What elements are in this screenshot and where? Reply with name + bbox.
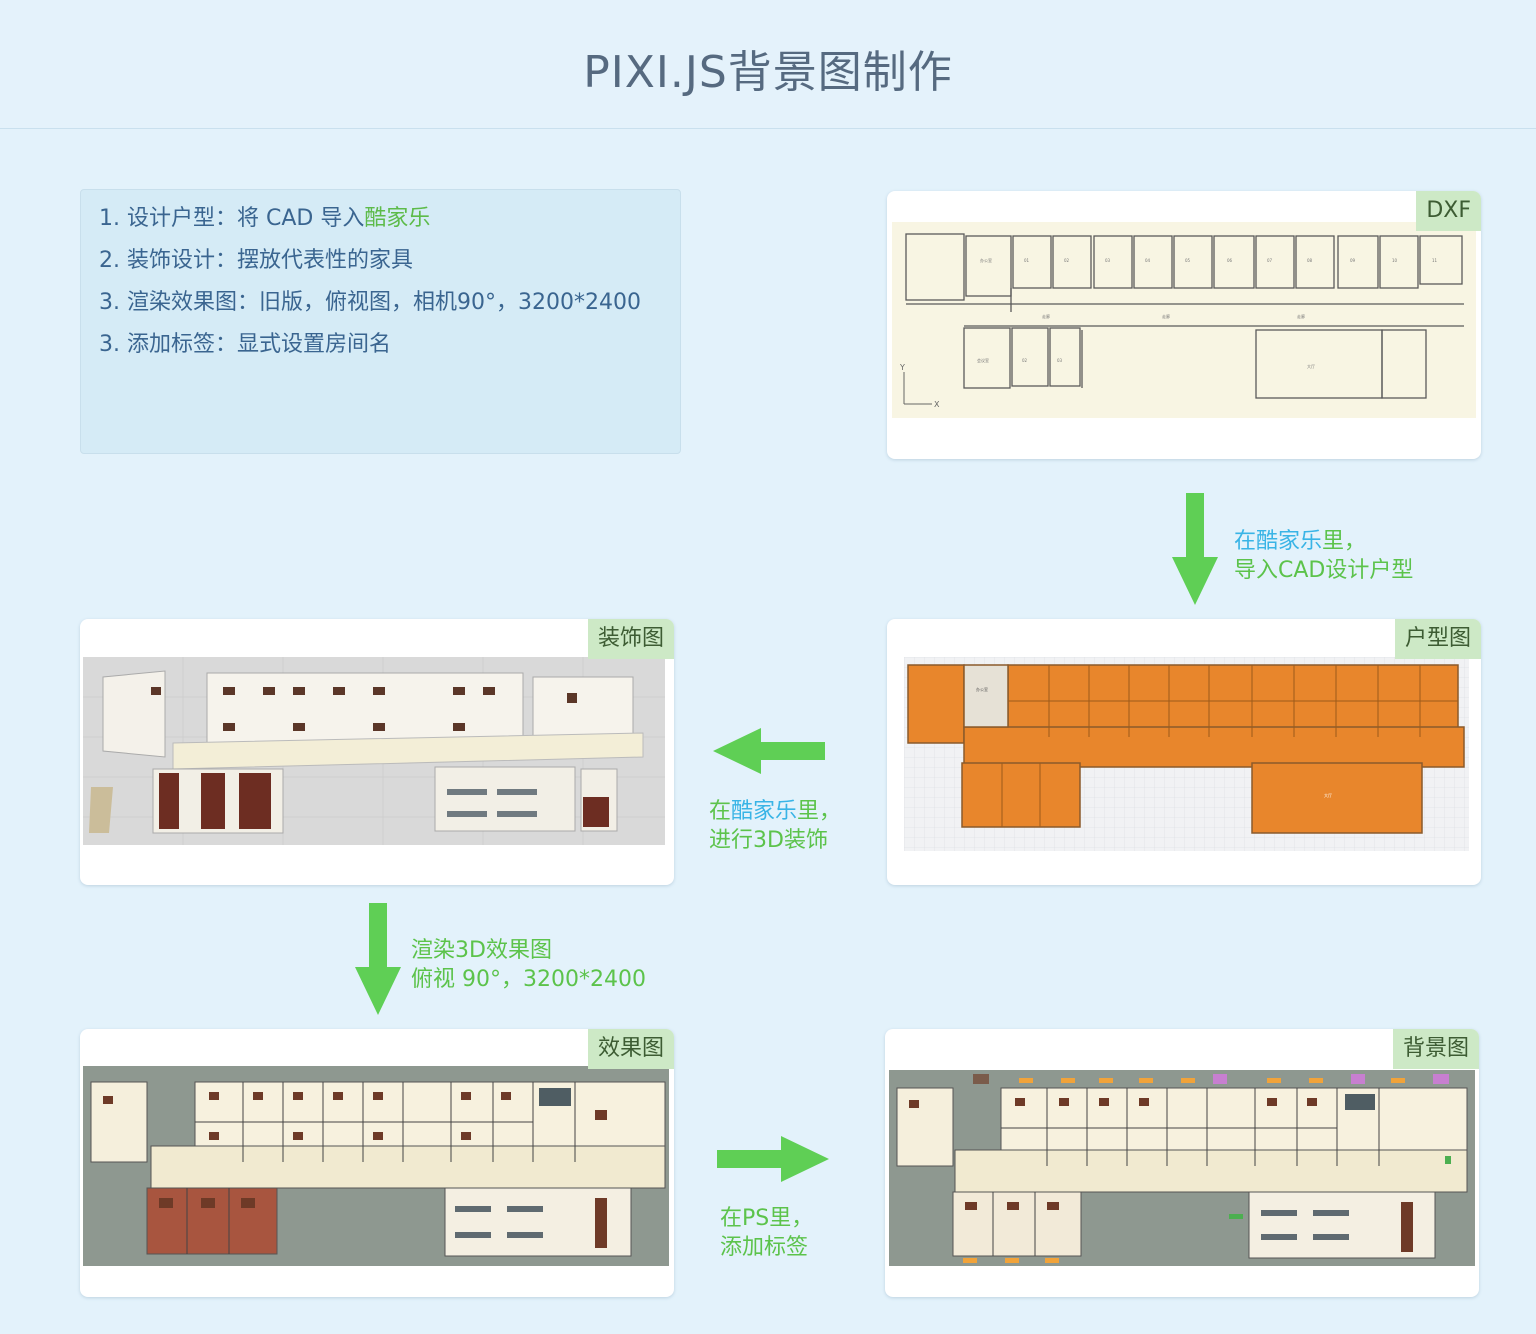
arrow-right-render-to-background <box>717 1136 829 1182</box>
svg-text:03: 03 <box>1105 258 1111 263</box>
caption-render: 渲染3D效果图 俯视 90°，3200*2400 <box>411 936 646 994</box>
step-1: 1. 设计户型：将 CAD 导入酷家乐 <box>99 198 662 240</box>
caption-import: 在酷家乐里， 导入CAD设计户型 <box>1234 527 1413 585</box>
dxf-cad-drawing: 办公室 01 02 03 04 05 06 07 08 09 10 11 走廊 走廊 走廊 会议室 0… <box>892 222 1476 418</box>
arrow-left-floorplan-to-decor <box>713 728 825 774</box>
arrow-down-decor-to-render <box>355 903 401 1015</box>
dxf-card: 办公室 01 02 03 04 05 06 07 08 09 10 11 走廊 走廊 走廊 会议室 0… <box>887 191 1481 459</box>
step-3: 3. 渲染效果图：旧版，俯视图，相机90°，3200*2400 <box>99 282 662 324</box>
floorplan-image: 办公室 大厅 <box>904 657 1469 851</box>
header: PIXI.JS背景图制作 <box>0 0 1536 129</box>
svg-text:07: 07 <box>1267 258 1273 263</box>
svg-text:04: 04 <box>1145 258 1151 263</box>
render-image <box>83 1066 669 1266</box>
svg-text:大厅: 大厅 <box>1307 363 1315 369</box>
svg-text:01: 01 <box>1024 258 1030 263</box>
svg-text:X: X <box>934 400 940 409</box>
caption-decorate-line1-post: 里， <box>797 799 842 824</box>
svg-text:08: 08 <box>1307 258 1313 263</box>
caption-decorate-line2: 进行3D装饰 <box>709 828 828 853</box>
step-3-text: 3. 渲染效果图：旧版，俯视图，相机90°，3200*2400 <box>99 290 641 315</box>
svg-text:02: 02 <box>1064 258 1070 263</box>
svg-text:03: 03 <box>1057 358 1063 363</box>
decor-3d-image <box>83 657 665 845</box>
svg-text:06: 06 <box>1227 258 1233 263</box>
step-1-text: 1. 设计户型：将 CAD 导入 <box>99 206 365 231</box>
svg-text:11: 11 <box>1432 258 1438 263</box>
caption-ps-line1: 在PS里， <box>720 1206 814 1231</box>
page-title: PIXI.JS背景图制作 <box>583 47 953 98</box>
step-1-highlight: 酷家乐 <box>364 206 431 231</box>
caption-ps: 在PS里， 添加标签 <box>720 1204 813 1262</box>
svg-text:09: 09 <box>1350 258 1356 263</box>
background-image <box>889 1070 1475 1266</box>
steps-box: 1. 设计户型：将 CAD 导入酷家乐 2. 装饰设计：摆放代表性的家具 3. … <box>80 189 681 454</box>
svg-text:走廊: 走廊 <box>1162 313 1170 319</box>
caption-render-line1: 渲染3D效果图 <box>411 938 552 963</box>
arrow-down-dxf-to-floorplan <box>1172 493 1218 605</box>
dxf-tag: DXF <box>1416 191 1481 231</box>
caption-import-line1-green: 里， <box>1322 529 1367 554</box>
step-4: 3. 添加标签：显式设置房间名 <box>99 324 662 366</box>
caption-import-line1-blue: 在酷家乐 <box>1234 529 1323 554</box>
svg-text:走廊: 走廊 <box>1297 313 1305 319</box>
svg-text:05: 05 <box>1185 258 1191 263</box>
svg-text:会议室: 会议室 <box>977 357 989 363</box>
render-card: 效果图 <box>80 1029 674 1297</box>
svg-text:走廊: 走廊 <box>1042 313 1050 319</box>
svg-text:办公室: 办公室 <box>976 686 988 692</box>
decor-card: 装饰图 <box>80 619 674 885</box>
background-tag: 背景图 <box>1392 1029 1479 1069</box>
svg-text:办公室: 办公室 <box>980 257 992 263</box>
decor-tag: 装饰图 <box>587 619 674 659</box>
step-2: 2. 装饰设计：摆放代表性的家具 <box>99 240 662 282</box>
caption-decorate-line1-blue: 酷家乐 <box>731 799 798 824</box>
caption-import-line2: 导入CAD设计户型 <box>1234 558 1414 583</box>
step-4-text: 3. 添加标签：显式设置房间名 <box>99 332 391 357</box>
floorplan-tag: 户型图 <box>1394 619 1481 659</box>
svg-text:02: 02 <box>1022 358 1028 363</box>
background-card: 背景图 <box>885 1029 1479 1297</box>
caption-ps-line2: 添加标签 <box>720 1235 809 1260</box>
caption-decorate-line1-pre: 在 <box>709 799 732 824</box>
render-tag: 效果图 <box>587 1029 674 1069</box>
floorplan-card: 办公室 大厅 户型图 <box>887 619 1481 885</box>
step-2-text: 2. 装饰设计：摆放代表性的家具 <box>99 248 413 273</box>
caption-render-line2: 俯视 90°，3200*2400 <box>411 967 646 992</box>
svg-text:大厅: 大厅 <box>1324 792 1332 798</box>
caption-decorate: 在酷家乐里， 进行3D装饰 <box>709 797 841 855</box>
svg-text:Y: Y <box>899 363 905 372</box>
svg-text:10: 10 <box>1392 258 1398 263</box>
